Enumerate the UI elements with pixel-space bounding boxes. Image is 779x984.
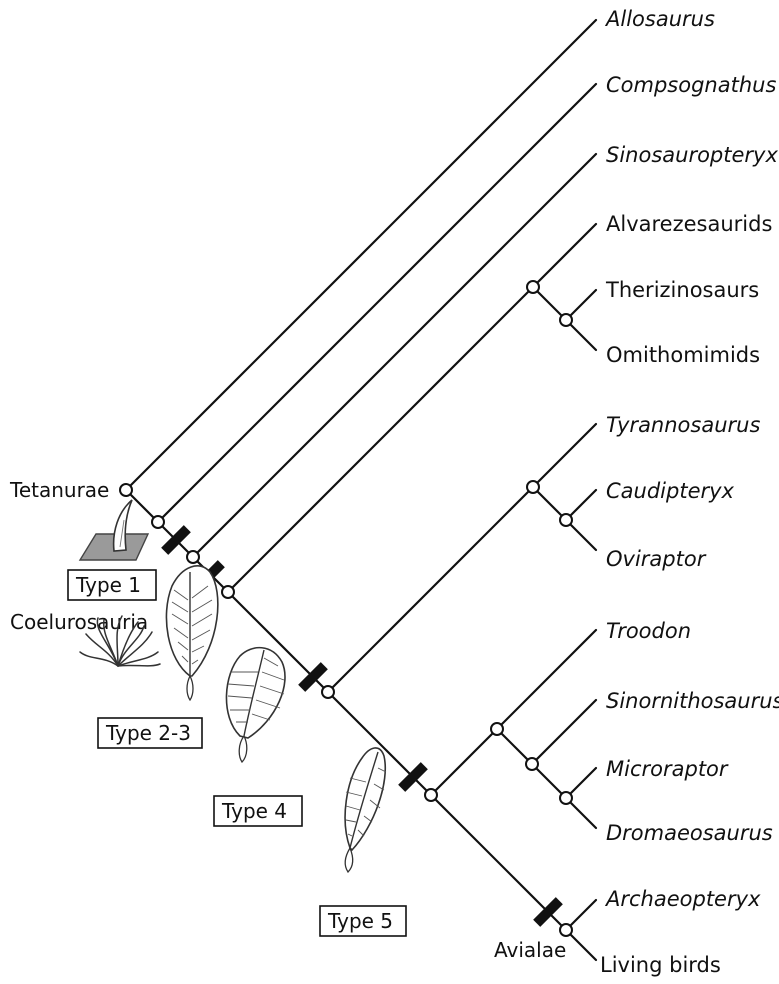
type-1-label-box: Type 1 [67,569,157,601]
node-paraves [424,788,438,802]
branch-alvarezsaur-inner [531,285,568,322]
node-avialae [559,923,573,937]
taxon-archaeopteryx: Archaeopteryx [604,887,761,911]
type-4-label-box: Type 4 [213,795,303,827]
type-5-label: Type 5 [327,909,393,933]
taxon-labels: Allosaurus Compsognathus Sinosauropteryx… [600,7,779,977]
innovation-bar-type5 [398,762,428,792]
type-1-label: Type 1 [75,573,141,597]
node-maniraptora [321,685,335,699]
branch-alvarezsaur-stem [226,285,535,594]
taxon-microraptor: Microraptor [606,757,729,781]
taxon-tyrannosaurus: Tyrannosaurus [606,413,760,437]
innovation-bar-type1 [161,525,191,555]
branch-spine-6 [429,793,568,932]
taxon-dromaeosaurus: Dromaeosaurus [606,821,773,845]
clade-labels: Tetanurae Coelurosauria Avialae [9,478,566,962]
node-dromaeosauridae [525,757,539,771]
type2-3-feather-icon [79,565,219,702]
branch-ornithomimids [564,318,598,352]
branches [124,18,598,962]
type-5-label-box: Type 5 [319,905,407,937]
branch-alvarezsaurids [531,222,598,289]
taxon-caudipteryx: Caudipteryx [606,479,735,503]
node-coelurosauria [221,585,235,599]
clade-tetanurae: Tetanurae [9,478,109,502]
branch-therizinosaurs [564,288,598,322]
type-4-label: Type 4 [221,799,287,823]
taxon-allosaurus: Allosaurus [604,7,715,31]
taxon-alvarezsaurids: Alvarezesaurids [606,212,772,236]
node-microraptor [559,791,573,805]
type1-filament-icon [78,499,150,561]
branch-microraptor [564,766,598,800]
clade-coelurosauria: Coelurosauria [10,610,148,634]
taxon-oviraptor: Oviraptor [606,547,707,571]
branch-sinosauropteryx [191,152,598,559]
branch-tyranno-inner [531,485,568,522]
node-alvarezsaurids [526,280,540,294]
node-caudipteryx [559,513,573,527]
node-sinosauropteryx [186,550,200,564]
branch-archaeopteryx [564,898,598,932]
innovation-bars [161,525,563,927]
branch-tetanurae-allosaurus [124,18,598,492]
taxon-ornithomimids: Omithomimids [606,343,760,367]
plume-feather [165,565,219,702]
branch-caudipteryx [564,488,598,522]
branch-compsognathus [156,82,598,524]
taxon-living-birds: Living birds [600,953,721,977]
branch-troodon [495,628,598,731]
node-compsognathus [151,515,165,529]
node-therizinosaurs [559,313,573,327]
type-2-3-label: Type 2-3 [105,721,191,745]
node-tetanurae [119,483,133,497]
branch-tyrannosaurus [531,422,598,489]
branch-dromaeosaurus [564,796,598,830]
branch-dromaeo-stem [495,727,534,766]
branch-sinornithosaurus [530,698,598,766]
branch-tyranno-stem [326,485,535,694]
innovation-bar-type4 [298,662,328,692]
type-2-3-label-box: Type 2-3 [97,717,203,749]
innovation-bar-avialae [533,897,563,927]
branch-deinonych-stem [429,727,499,797]
node-tyrannosaurus [526,480,540,494]
branch-oviraptor [564,518,598,552]
taxon-sinornithosaurus: Sinornithosaurus [606,689,779,713]
taxon-troodon: Troodon [606,619,691,643]
branch-living-birds [564,928,598,962]
clade-avialae: Avialae [494,938,566,962]
taxon-compsognathus: Compsognathus [606,73,776,97]
filament-tuft [79,615,161,667]
taxon-therizinosaurs: Therizinosaurs [605,278,759,302]
taxon-sinosauropteryx: Sinosauropteryx [606,143,778,167]
node-deinonychosauria [490,722,504,736]
branch-micro-stem [530,762,568,800]
nodes [119,280,573,937]
type4-vaned-feather-icon [225,646,286,764]
branch-tetanurae-spine [124,488,160,524]
type5-asymmetric-feather-icon [344,747,387,874]
